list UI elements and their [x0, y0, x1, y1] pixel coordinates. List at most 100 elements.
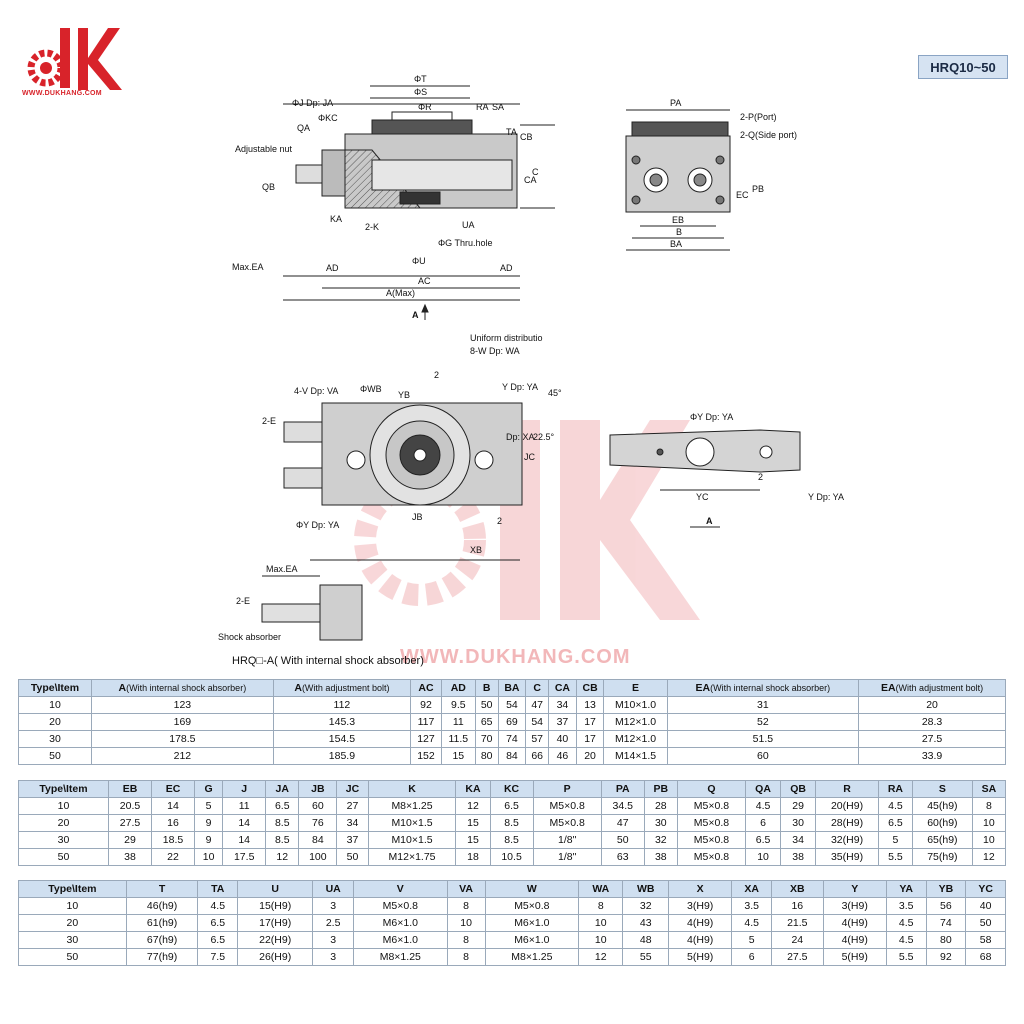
- header-cell: EA(With adjustment bolt): [858, 679, 1006, 697]
- table-cell: 32: [622, 897, 670, 915]
- figure-caption: HRQ□-A( With internal shock absorber): [232, 655, 424, 667]
- table-cell: 11.5: [440, 730, 476, 748]
- table-cell: 20.5: [107, 797, 152, 815]
- table-cell: 54: [525, 713, 550, 731]
- header-cell: C: [525, 679, 550, 697]
- table-cell: 178.5: [90, 730, 274, 748]
- table-cell: 46(h9): [125, 897, 199, 915]
- svg-text:CA: CA: [524, 175, 537, 185]
- table-cell: 47: [600, 814, 645, 832]
- table-cell: 10: [578, 931, 624, 949]
- table-cell: 12: [265, 848, 300, 866]
- table-cell: 2.5: [312, 914, 355, 932]
- table-cell: 8.5: [489, 831, 534, 849]
- svg-text:2-Q(Side port): 2-Q(Side port): [740, 130, 797, 140]
- table-cell: 6.5: [265, 797, 300, 815]
- table-cell: 100: [298, 848, 338, 866]
- table-cell: 38: [780, 848, 817, 866]
- svg-text:2-K: 2-K: [365, 222, 379, 232]
- header-cell: G: [193, 780, 224, 798]
- header-cell: UA: [312, 880, 355, 898]
- table-cell: 50: [18, 848, 109, 866]
- svg-text:AD: AD: [326, 263, 339, 273]
- table-cell: 15: [455, 831, 491, 849]
- table-cell: 28.3: [858, 713, 1006, 731]
- table-cell: 8: [446, 931, 486, 949]
- header-cell: A(With adjustment bolt): [272, 679, 412, 697]
- table-cell: M6×1.0: [353, 914, 448, 932]
- table-cell: 10.5: [489, 848, 534, 866]
- header-cell: A(With internal shock absorber): [90, 679, 274, 697]
- table-cell: 1/8": [532, 848, 602, 866]
- table-cell: 3: [312, 948, 355, 966]
- svg-text:45°: 45°: [548, 388, 562, 398]
- table-cell: 26(H9): [237, 948, 314, 966]
- table-cell: 6.5: [489, 797, 534, 815]
- table-cell: 3: [312, 897, 355, 915]
- svg-text:Dp: XA: Dp: XA: [506, 432, 535, 442]
- table-cell: 12: [578, 948, 624, 966]
- header-cell: KA: [455, 780, 491, 798]
- table-cell: M5×0.8: [676, 797, 747, 815]
- svg-text:CB: CB: [520, 132, 533, 142]
- table-cell: 55: [622, 948, 670, 966]
- table-cell: 34: [548, 696, 577, 714]
- table-cell: 30: [643, 814, 678, 832]
- svg-text:2-E: 2-E: [262, 416, 276, 426]
- table-cell: 10: [578, 914, 624, 932]
- table-cell: 50: [336, 848, 369, 866]
- svg-text:Max.EA: Max.EA: [266, 564, 298, 574]
- table-cell: 16: [150, 814, 195, 832]
- table-cell: 45(h9): [911, 797, 973, 815]
- table-cell: 10: [971, 814, 1007, 832]
- header-cell: SA: [971, 780, 1007, 798]
- table-cell: 50: [600, 831, 645, 849]
- table-cell: M8×1.25: [353, 948, 448, 966]
- table-cell: 43: [622, 914, 670, 932]
- front-view: [283, 402, 523, 561]
- table-cell: 9: [193, 814, 224, 832]
- svg-text:EB: EB: [672, 215, 684, 225]
- table-cell: 74: [497, 730, 527, 748]
- svg-text:SA: SA: [492, 102, 504, 112]
- header-cell: EA(With internal shock absorber): [666, 679, 860, 697]
- header-cell: CA: [548, 679, 577, 697]
- svg-text:PB: PB: [752, 184, 764, 194]
- front-view-labels: Uniform distributio 8-W Dp: WA 4-V Dp: V…: [262, 333, 562, 555]
- svg-text:Max.EA: Max.EA: [232, 262, 264, 272]
- table-cell: 47: [525, 696, 550, 714]
- table-cell: 60: [298, 797, 338, 815]
- table-cell: 54: [497, 696, 527, 714]
- table-cell: 5: [877, 831, 913, 849]
- header-cell: R: [815, 780, 879, 798]
- table-cell: M12×1.0: [603, 730, 668, 748]
- svg-text:22.5°: 22.5°: [533, 432, 555, 442]
- table-cell: 169: [90, 713, 274, 731]
- table-cell: 1/8": [532, 831, 602, 849]
- table-cell: M5×0.8: [676, 814, 747, 832]
- table-cell: M12×1.0: [603, 713, 668, 731]
- table-cell: 6.5: [877, 814, 913, 832]
- table-cell: 66: [525, 747, 550, 765]
- table-cell: M12×1.75: [367, 848, 457, 866]
- table-cell: 8.5: [265, 814, 300, 832]
- table-cell: 6.5: [745, 831, 782, 849]
- table-cell: 22(H9): [237, 931, 314, 949]
- header-cell: YB: [925, 880, 967, 898]
- table-cell: M5×0.8: [532, 797, 602, 815]
- table-cell: 10: [193, 848, 224, 866]
- table-cell: 74: [925, 914, 967, 932]
- svg-text:AD: AD: [500, 263, 513, 273]
- svg-text:Shock absorber: Shock absorber: [218, 632, 281, 642]
- svg-text:XB: XB: [470, 545, 482, 555]
- table-cell: 40: [965, 897, 1006, 915]
- header-cell: W: [484, 880, 580, 898]
- table-cell: 185.9: [272, 747, 412, 765]
- header-cell: YC: [965, 880, 1006, 898]
- svg-text:ΦT: ΦT: [414, 74, 427, 84]
- table-cell: 14: [222, 831, 267, 849]
- svg-text:A: A: [706, 516, 713, 526]
- svg-text:2: 2: [758, 472, 763, 482]
- table-cell: 28(H9): [815, 814, 879, 832]
